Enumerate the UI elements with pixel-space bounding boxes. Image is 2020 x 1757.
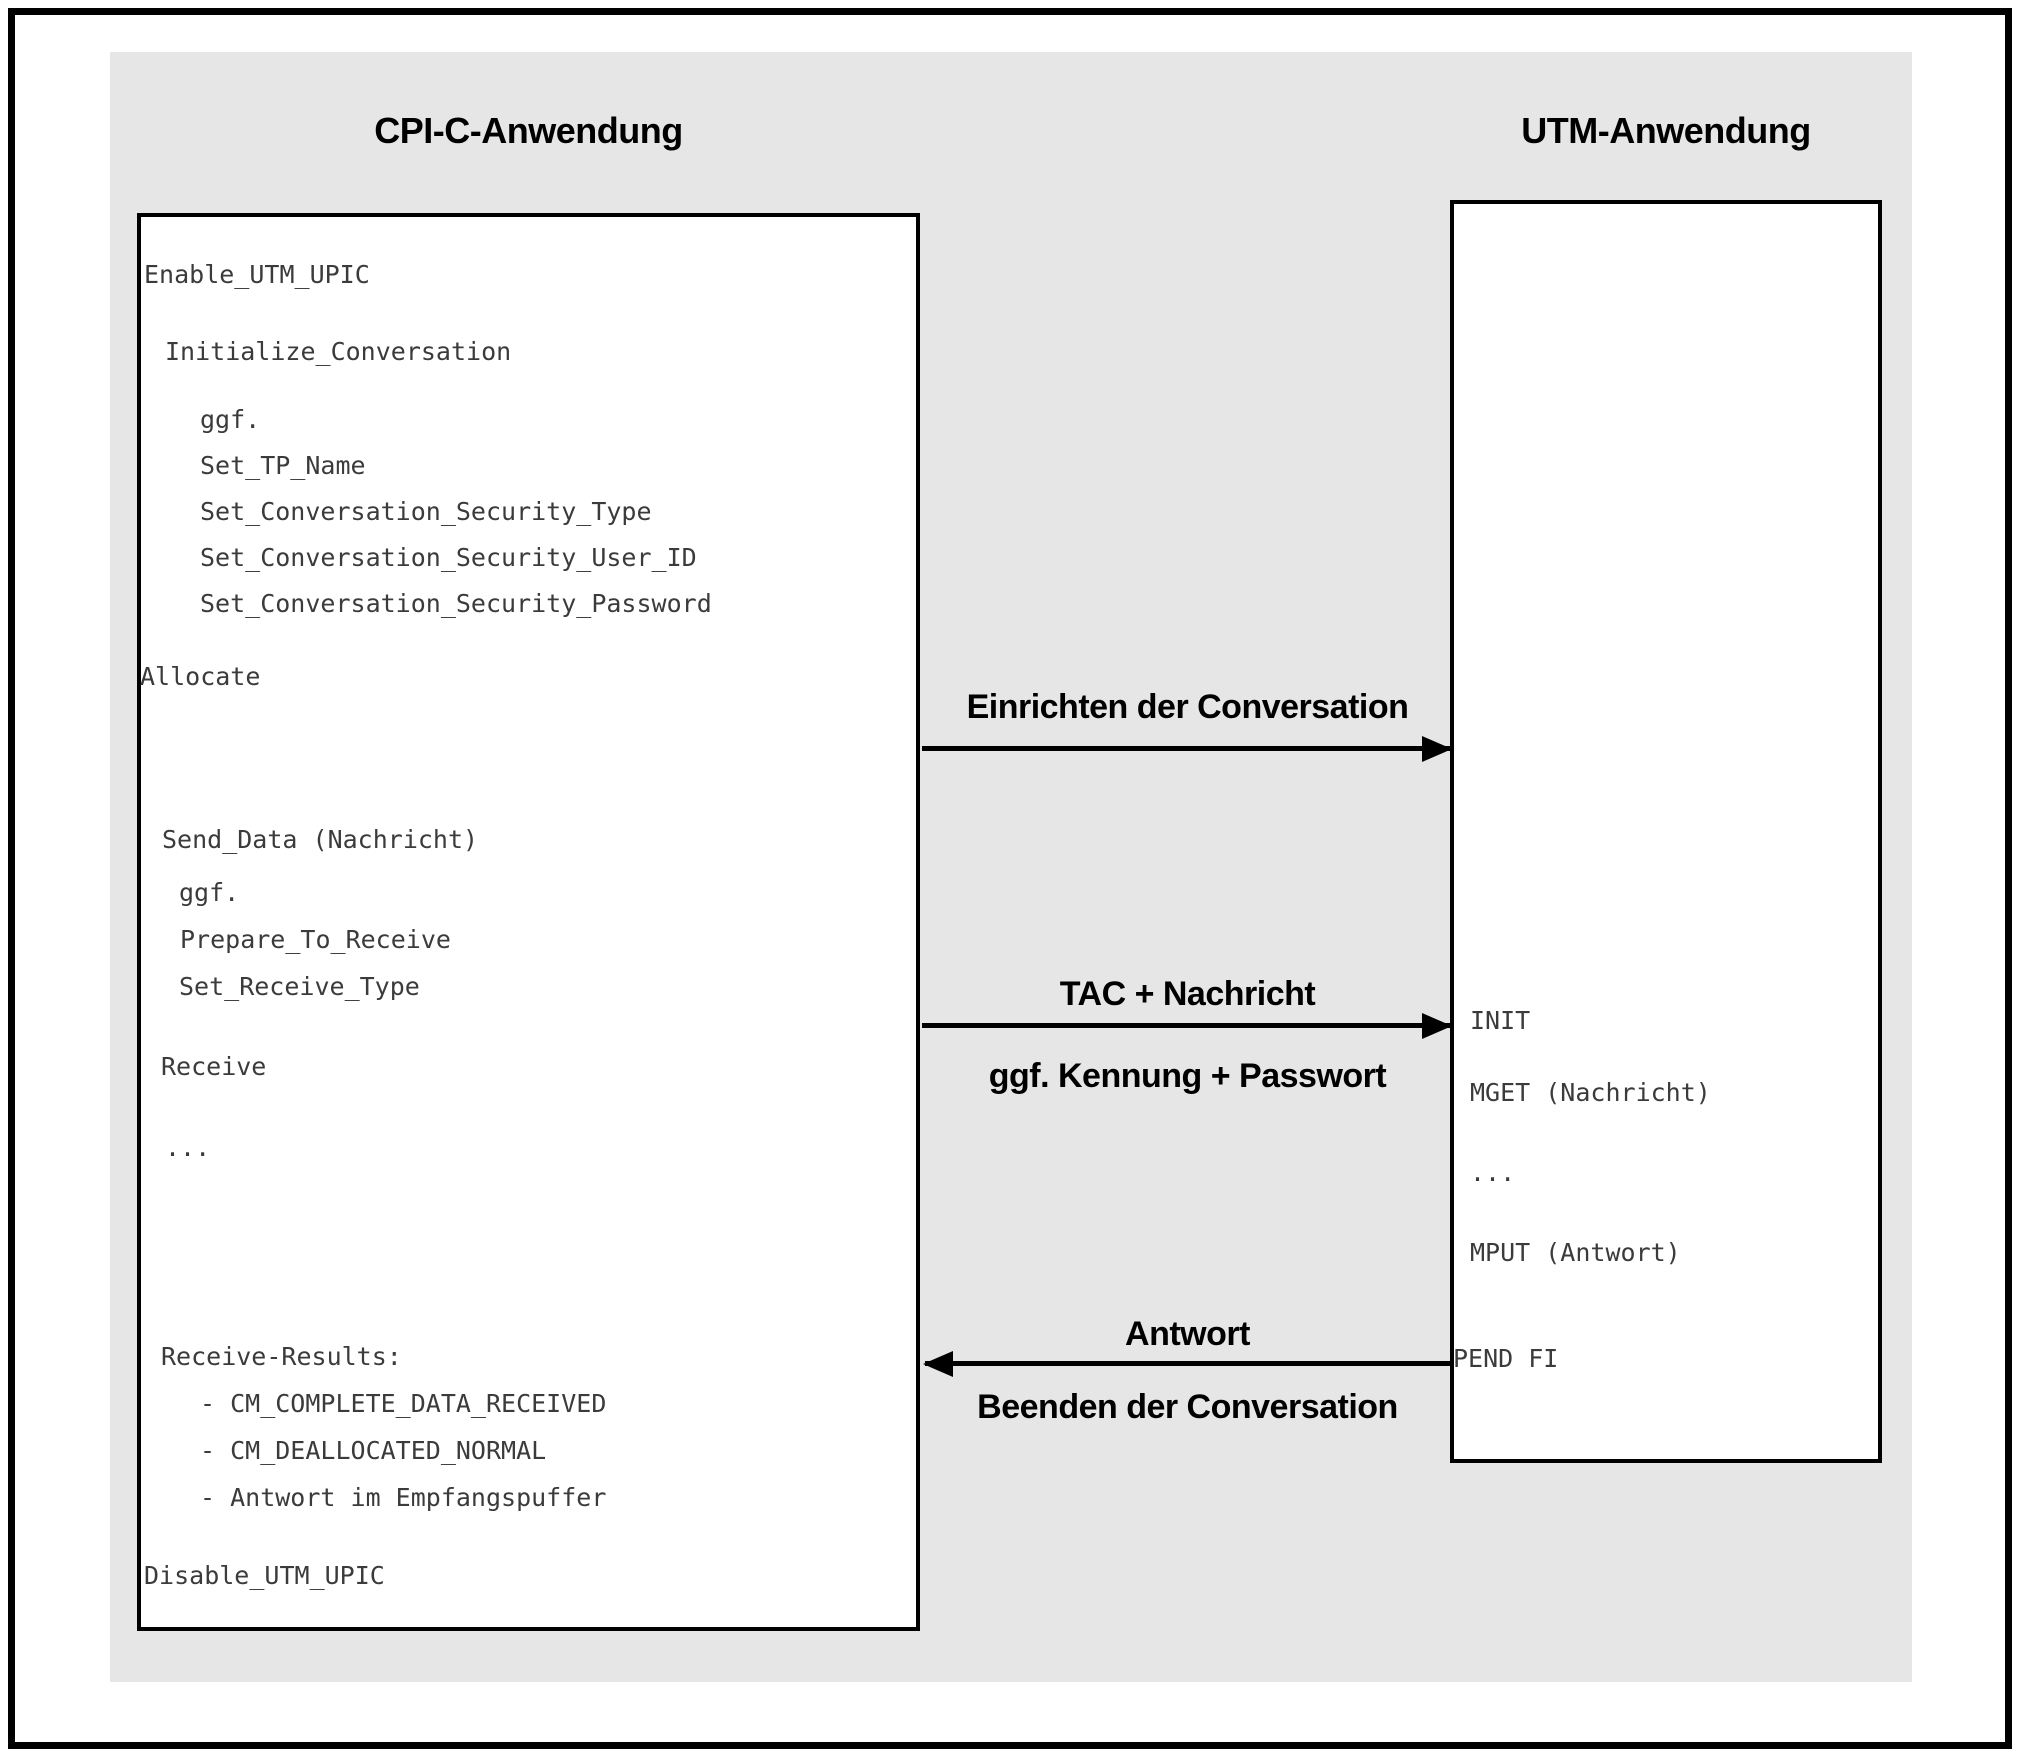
code-line-enable-utm-upic: Enable_UTM_UPIC (144, 260, 370, 289)
code-line-mput: MPUT (Antwort) (1470, 1238, 1681, 1267)
arrow-label-tac-nachricht: TAC + Nachricht (1059, 975, 1316, 1013)
utm-application-box (1450, 200, 1882, 1463)
code-line-cm-complete-data-received: - CM_COMPLETE_DATA_RECEIVED (200, 1389, 607, 1418)
arrow-tac-nachricht (922, 1013, 1452, 1039)
code-line-pend-fi: PEND FI (1453, 1344, 1559, 1373)
arrow-label-antwort: Antwort (1125, 1315, 1250, 1353)
arrow-right-head-icon (1422, 1013, 1452, 1039)
code-line-ellipsis-left: ... (165, 1133, 211, 1162)
code-line-ellipsis-right: ... (1470, 1158, 1516, 1187)
arrow-einrichten (922, 736, 1452, 762)
code-line-set-tp-name: Set_TP_Name (200, 451, 366, 480)
outer-border (8, 8, 2012, 1749)
left-column-title: CPI-C-Anwendung (374, 110, 683, 151)
code-line-ggf-1: ggf. (200, 405, 261, 434)
code-line-init: INIT (1470, 1006, 1531, 1035)
cpic-application-box (137, 213, 920, 1631)
arrow-left-head-icon (923, 1351, 953, 1377)
code-line-send-data: Send_Data (Nachricht) (162, 825, 479, 854)
arrow-label-beenden: Beenden der Conversation (977, 1388, 1398, 1426)
code-line-prepare-to-receive: Prepare_To_Receive (180, 925, 451, 954)
arrow-label-einrichten: Einrichten der Conversation (966, 688, 1409, 726)
code-line-receive-results: Receive-Results: (161, 1342, 402, 1371)
code-line-receive: Receive (161, 1052, 267, 1081)
code-line-initialize-conversation: Initialize_Conversation (165, 337, 512, 366)
arrow-right-head-icon (1422, 736, 1452, 762)
code-line-cm-deallocated-normal: - CM_DEALLOCATED_NORMAL (200, 1436, 547, 1465)
code-line-set-conv-sec-user-id: Set_Conversation_Security_User_ID (200, 543, 697, 572)
code-line-ggf-2: ggf. (179, 878, 240, 907)
code-line-allocate: Allocate (140, 662, 261, 691)
code-line-antwort-im-empfangspuffer: - Antwort im Empfangspuffer (200, 1483, 607, 1512)
code-line-set-receive-type: Set_Receive_Type (179, 972, 420, 1001)
code-line-set-conv-sec-password: Set_Conversation_Security_Password (200, 589, 712, 618)
right-column-title: UTM-Anwendung (1521, 110, 1811, 151)
arrow-label-kennung-passwort: ggf. Kennung + Passwort (988, 1057, 1387, 1095)
arrow-antwort (923, 1351, 1450, 1377)
code-line-disable-utm-upic: Disable_UTM_UPIC (144, 1561, 385, 1590)
code-line-set-conv-sec-type: Set_Conversation_Security_Type (200, 497, 652, 526)
code-line-mget: MGET (Nachricht) (1470, 1078, 1711, 1107)
